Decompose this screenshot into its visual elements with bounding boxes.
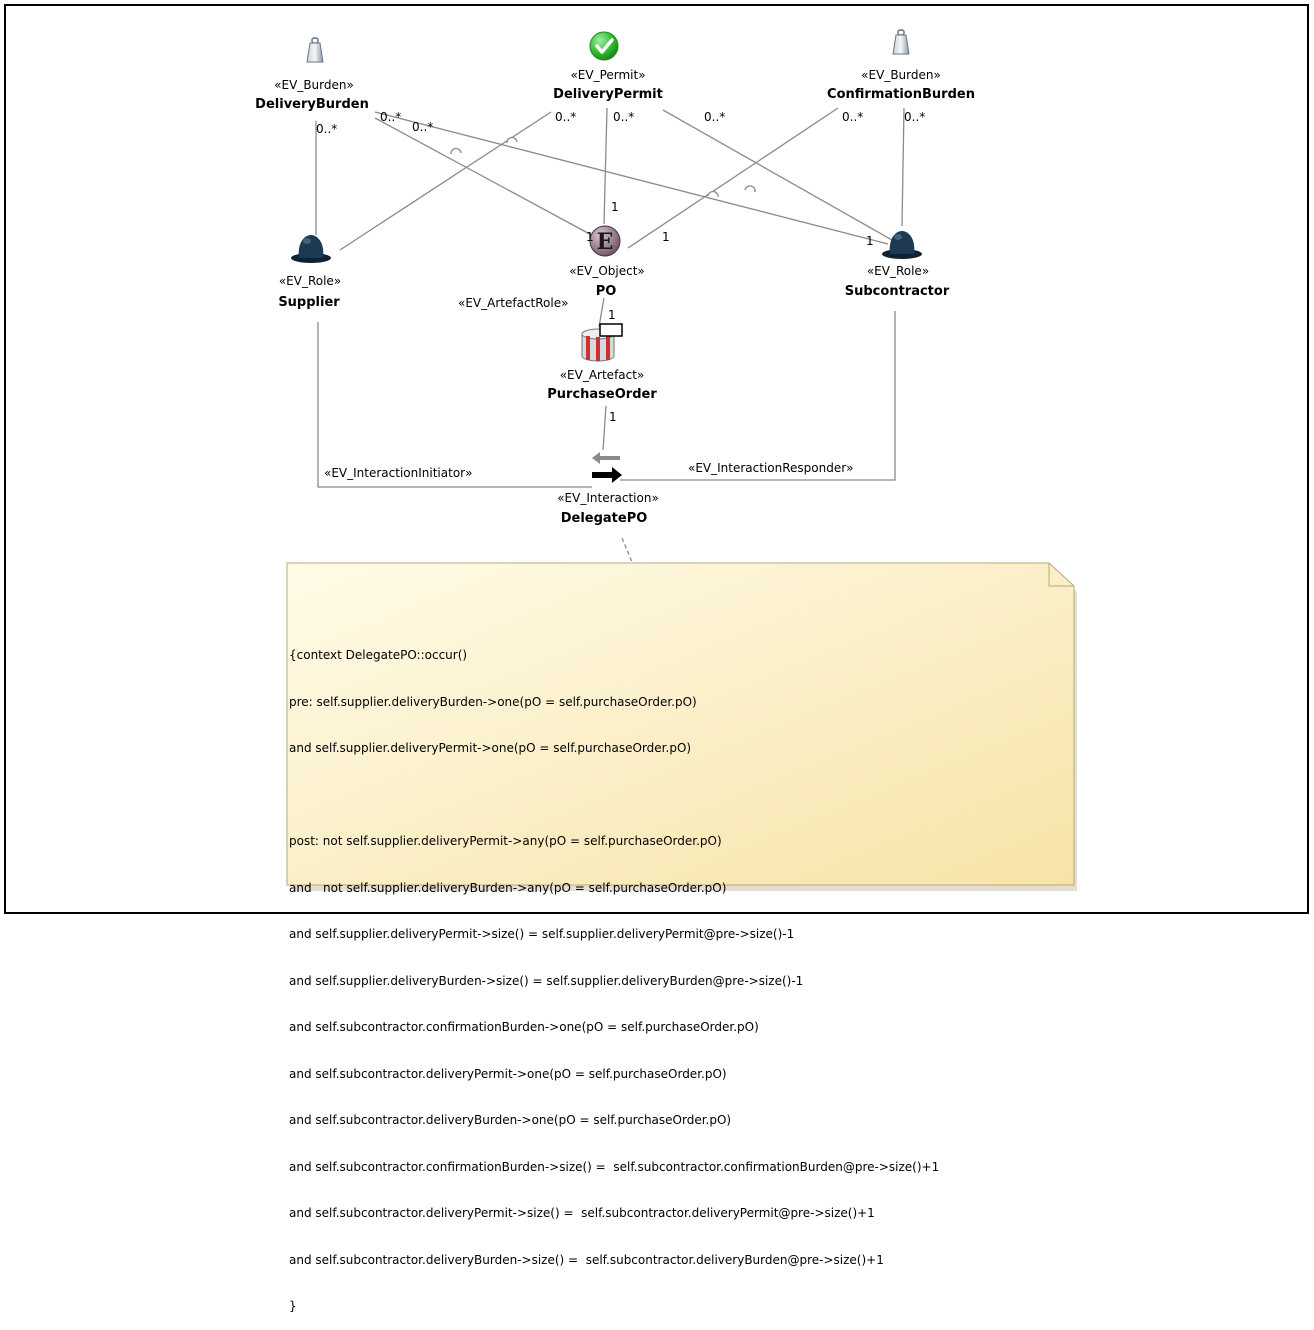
interaction-responder-label: «EV_InteractionResponder» <box>688 461 854 475</box>
note-line: and self.supplier.deliveryPermit->one(pO… <box>289 741 692 755</box>
note-line: and self.subcontractor.confirmationBurde… <box>289 1020 759 1034</box>
edge-deliveryburden-subcontractor[interactable] <box>374 111 889 245</box>
multiplicity-label: 0..* <box>380 110 402 124</box>
edge-purchaseorder-delegatepo[interactable] <box>602 405 607 451</box>
edge-deliverypermit-po[interactable] <box>603 107 608 225</box>
constraint-note[interactable] <box>286 562 1077 891</box>
multiplicity-label: 1 <box>611 200 619 214</box>
deliveryburden-name[interactable]: DeliveryBurden <box>255 97 369 112</box>
bowler-hat-icon <box>291 235 331 263</box>
bowler-hat-icon <box>882 231 922 259</box>
multiplicity-label: 1 <box>586 230 594 244</box>
multiplicity-label: 0..* <box>842 110 864 124</box>
deliverypermit-stereotype: «EV_Permit» <box>570 68 646 82</box>
constraint-note-text: {context DelegatePO::occur() pre: self.s… <box>289 617 939 1330</box>
confirmationburden-name[interactable]: ConfirmationBurden <box>827 87 975 102</box>
multiplicity-label: 1 <box>662 230 670 244</box>
po-stereotype: «EV_Object» <box>569 264 645 278</box>
note-line: and not self.supplier.deliveryBurden->an… <box>289 880 727 895</box>
multiplicity-label: 0..* <box>704 110 726 124</box>
multiplicity-label: 1 <box>609 410 617 424</box>
weight-icon <box>892 29 910 55</box>
artefact-role-label: «EV_ArtefactRole» <box>458 296 569 310</box>
note-line: and self.subcontractor.confirmationBurde… <box>289 1159 940 1174</box>
edge-confirmationburden-subcontractor[interactable] <box>901 107 905 227</box>
supplier-stereotype: «EV_Role» <box>278 274 342 288</box>
po-glyph: E <box>597 229 614 255</box>
delegatepo-name[interactable]: DelegatePO <box>560 511 648 526</box>
interaction-arrows-icon <box>592 452 622 483</box>
edge-deliverypermit-supplier[interactable] <box>339 111 552 251</box>
purchaseorder-name[interactable]: PurchaseOrder <box>547 387 657 402</box>
purchaseorder-stereotype: «EV_Artefact» <box>559 368 645 382</box>
edge-po-purchaseorder[interactable] <box>598 297 605 328</box>
multiplicity-label: 1 <box>608 308 616 322</box>
green-check-icon <box>589 31 619 61</box>
deliverypermit-name[interactable]: DeliveryPermit <box>553 87 663 102</box>
note-line <box>289 788 939 804</box>
multiplicity-label: 0..* <box>412 120 434 134</box>
diagram-canvas: E <box>286 29 1077 891</box>
edge-confirmationburden-po[interactable] <box>627 107 839 249</box>
artefact-cylinder-icon <box>581 323 623 362</box>
po-name[interactable]: PO <box>595 284 617 299</box>
note-anchor-line <box>621 537 633 563</box>
note-line: and self.subcontractor.deliveryPermit->s… <box>289 1206 875 1220</box>
note-line: post: not self.supplier.deliveryPermit->… <box>289 834 722 848</box>
multiplicity-label: 1 <box>866 234 874 248</box>
edge-supplier-delegatepo[interactable] <box>317 322 592 488</box>
gothic-e-icon: E <box>589 225 621 257</box>
note-line: } <box>289 1299 297 1313</box>
note-line: and self.subcontractor.deliveryBurden->o… <box>289 1113 732 1127</box>
multiplicity-label: 0..* <box>613 110 635 124</box>
weight-icon <box>306 37 324 63</box>
confirmationburden-stereotype: «EV_Burden» <box>861 68 941 82</box>
edge-deliverypermit-subcontractor[interactable] <box>662 109 893 241</box>
association-lines <box>315 107 905 563</box>
supplier-name[interactable]: Supplier <box>278 295 340 310</box>
multiplicity-label: 0..* <box>555 110 577 124</box>
note-line: pre: self.supplier.deliveryBurden->one(p… <box>289 694 697 709</box>
line-jumps <box>450 136 756 198</box>
note-line: and self.supplier.deliveryPermit->size()… <box>289 927 795 941</box>
subcontractor-stereotype: «EV_Role» <box>866 264 930 278</box>
deliveryburden-stereotype: «EV_Burden» <box>274 78 354 92</box>
note-line: and self.supplier.deliveryBurden->size()… <box>289 973 804 988</box>
multiplicity-label: 0..* <box>316 122 338 136</box>
edge-subcontractor-delegatepo[interactable] <box>620 311 896 481</box>
edge-deliveryburden-po[interactable] <box>374 117 598 239</box>
subcontractor-name[interactable]: Subcontractor <box>844 284 950 299</box>
note-line: and self.subcontractor.deliveryPermit->o… <box>289 1066 727 1081</box>
multiplicity-label: 0..* <box>904 110 926 124</box>
delegatepo-stereotype: «EV_Interaction» <box>557 491 659 505</box>
note-line: and self.subcontractor.deliveryBurden->s… <box>289 1252 884 1267</box>
note-line: {context DelegatePO::occur() <box>289 648 468 662</box>
interaction-initiator-label: «EV_InteractionInitiator» <box>324 466 473 480</box>
